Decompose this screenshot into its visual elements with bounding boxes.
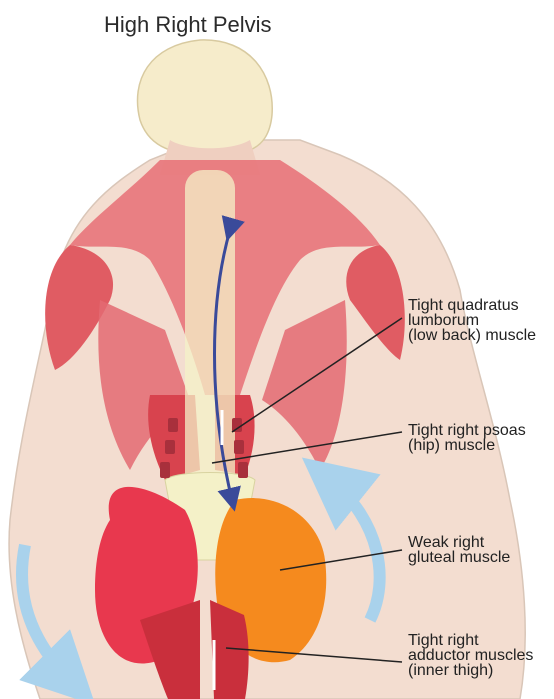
- label-quadratus-lumborum: Tight quadratus lumborum (low back) musc…: [408, 298, 536, 343]
- label-adductor: Tight right adductor muscles (inner thig…: [408, 633, 533, 678]
- diagram-title: High Right Pelvis: [104, 12, 272, 38]
- head: [138, 40, 273, 150]
- label-gluteal: Weak right gluteal muscle: [408, 535, 510, 565]
- label-psoas: Tight right psoas (hip) muscle: [408, 423, 526, 453]
- spine: [185, 170, 235, 500]
